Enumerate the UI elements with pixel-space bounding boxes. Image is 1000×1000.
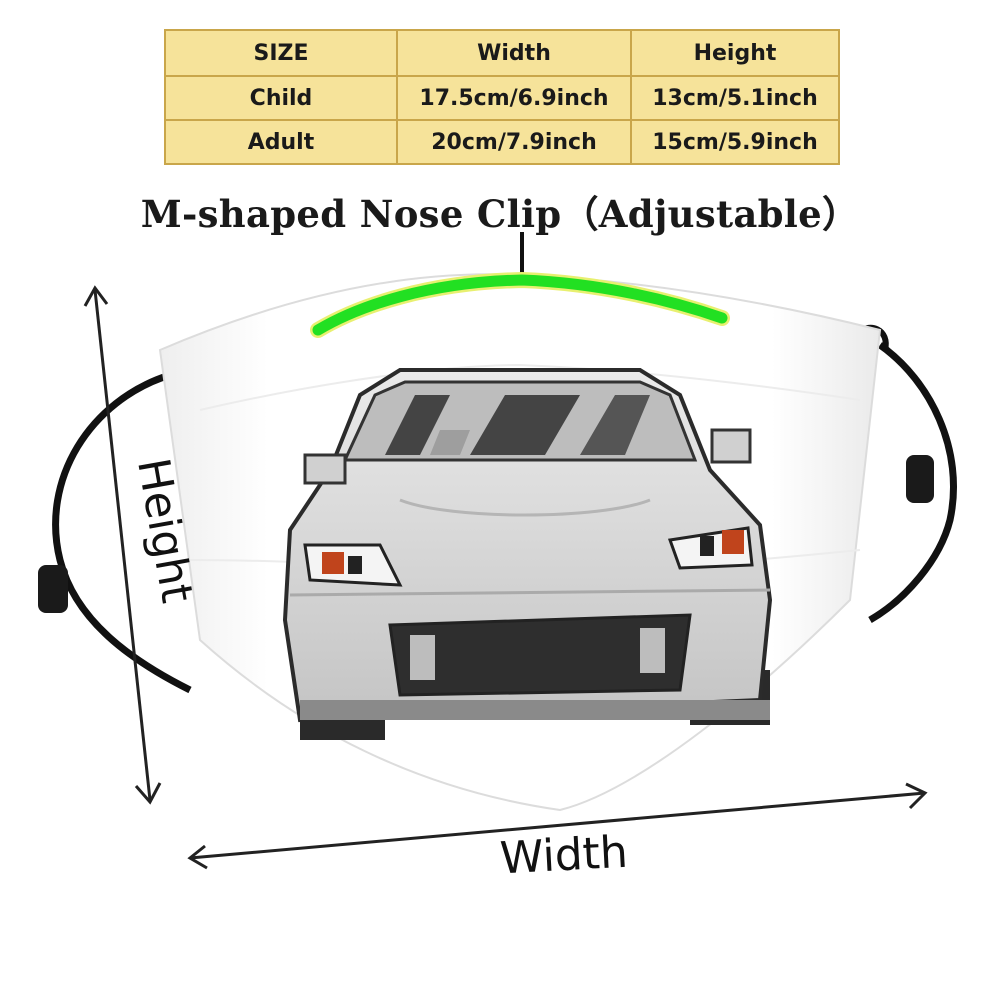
right-loop-adjuster — [906, 455, 934, 503]
car-front-grille — [388, 613, 692, 697]
size-name-child: Child — [164, 75, 398, 121]
pixel-car-print — [282, 368, 773, 740]
size-table: SIZE Width Height Child 17.5cm/6.9inch 1… — [164, 29, 840, 165]
height-child: 13cm/5.1inch — [630, 75, 840, 121]
size-row-child: Child 17.5cm/6.9inch 13cm/5.1inch — [164, 75, 840, 121]
width-header: Width — [396, 29, 632, 77]
width-dimension-arrow — [187, 782, 928, 870]
size-header: SIZE — [164, 29, 398, 77]
height-header: Height — [630, 29, 840, 77]
height-dimension-arrow — [83, 285, 162, 805]
car-right-mirror — [710, 428, 752, 464]
car-left-mirror — [303, 453, 347, 485]
nose-clip-label: M-shaped Nose Clip（Adjustable） — [140, 192, 860, 236]
height-adult: 15cm/5.9inch — [630, 119, 840, 165]
car-hood-line — [399, 498, 651, 517]
size-name-adult: Adult — [164, 119, 398, 165]
width-label: Width — [498, 826, 630, 885]
width-adult: 20cm/7.9inch — [396, 119, 632, 165]
left-loop-adjuster — [38, 565, 68, 613]
size-table-header: SIZE Width Height — [164, 29, 840, 77]
size-row-adult: Adult 20cm/7.9inch 15cm/5.9inch — [164, 119, 840, 165]
right-ear-loop — [868, 342, 957, 624]
width-child: 17.5cm/6.9inch — [396, 75, 632, 121]
